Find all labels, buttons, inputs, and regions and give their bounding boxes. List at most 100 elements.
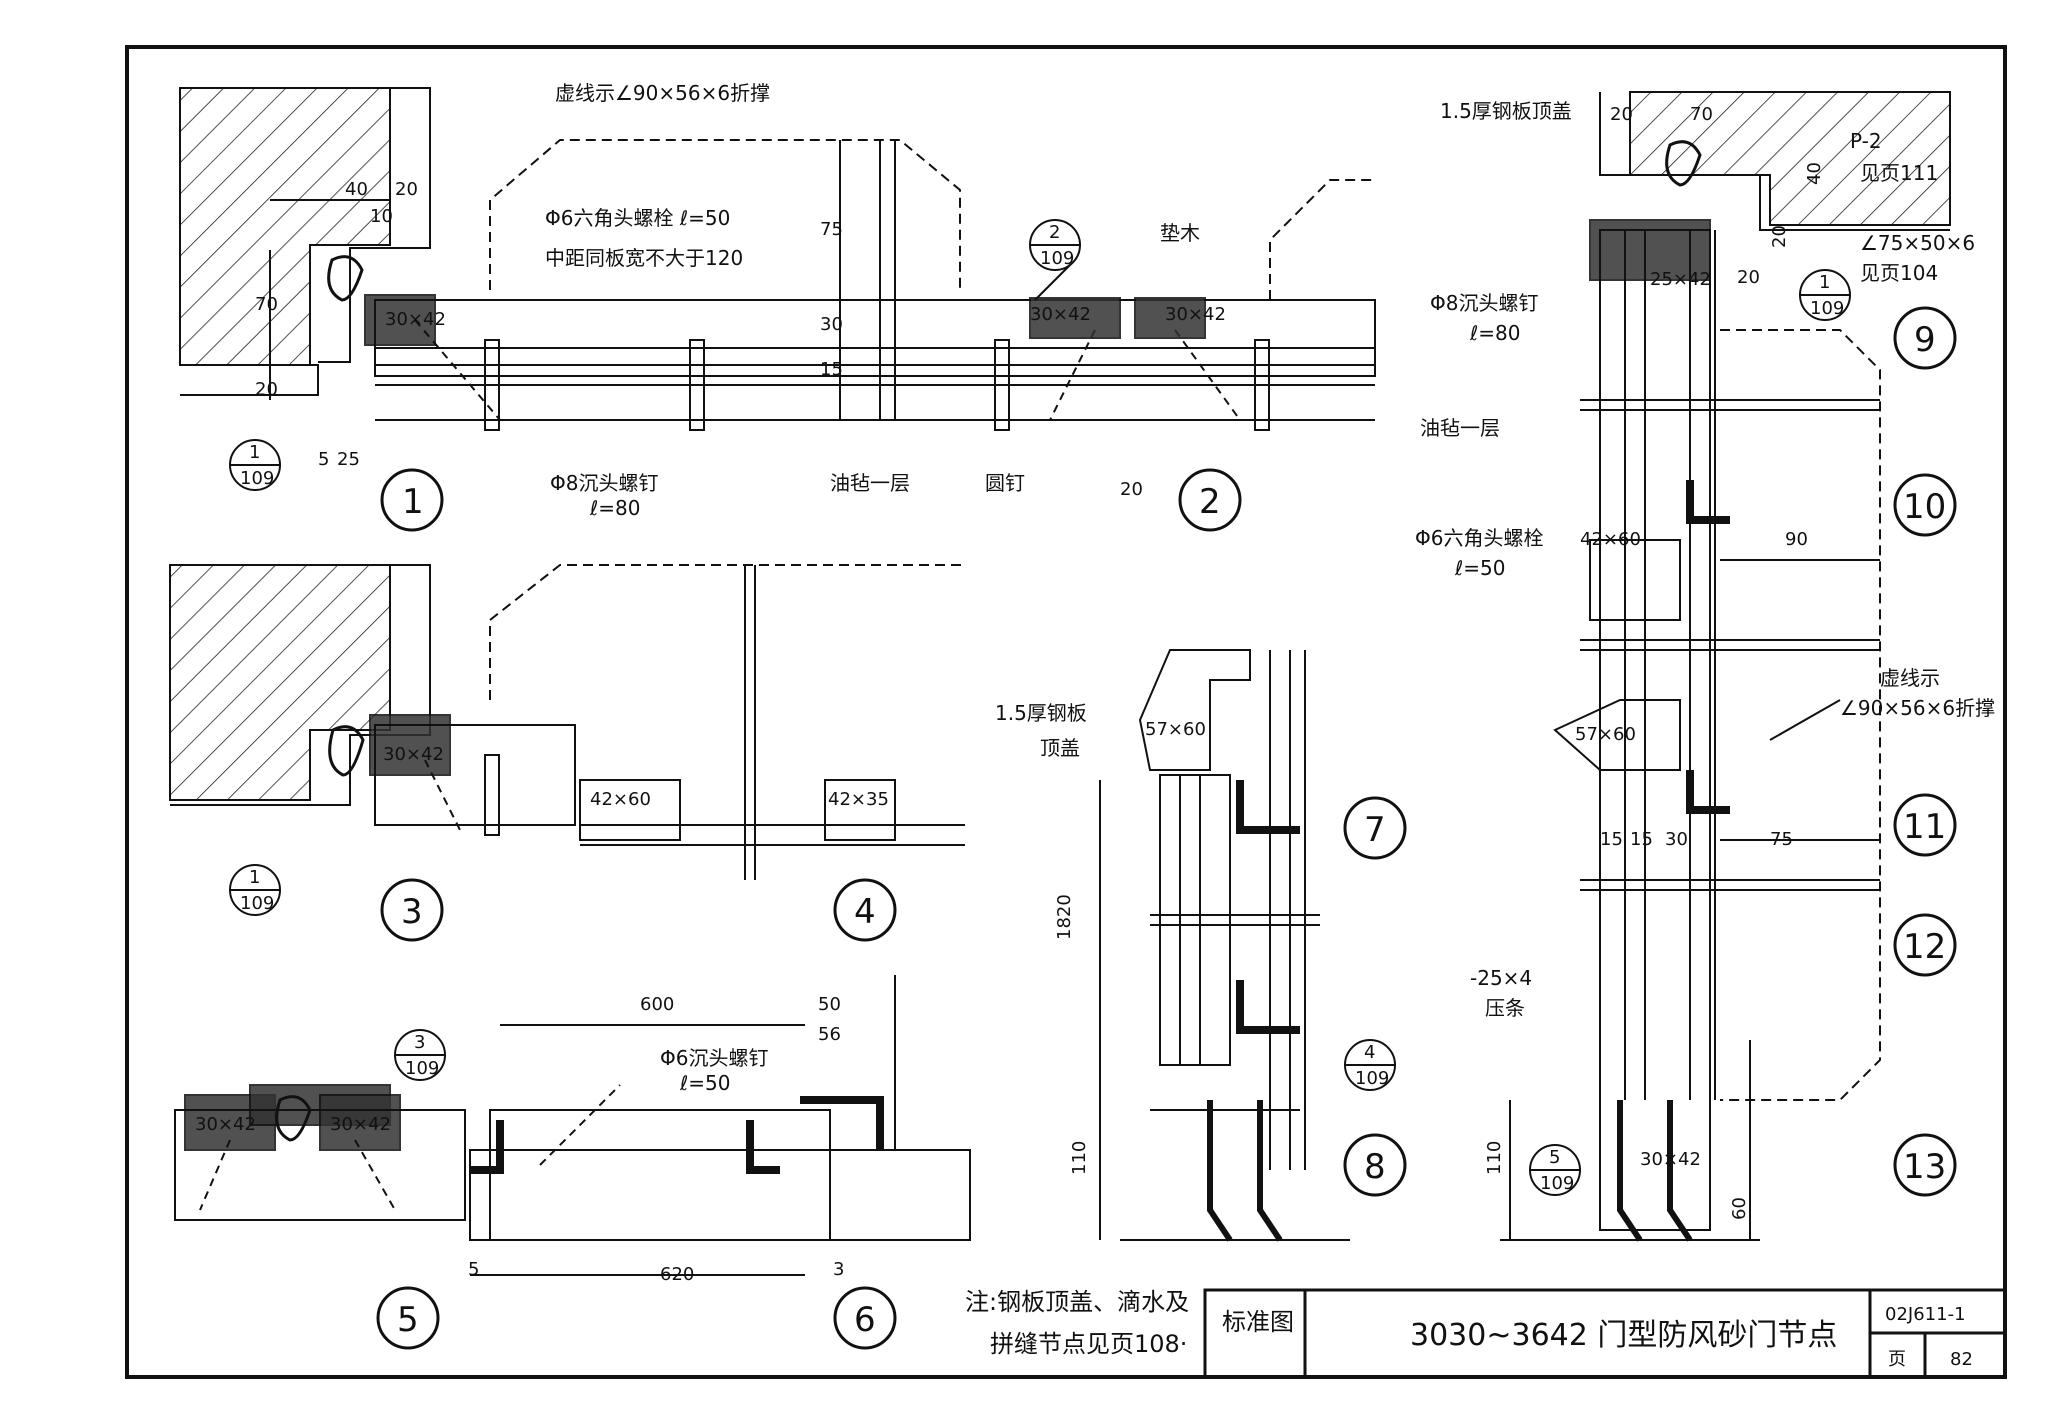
wood-pad-label: 垫木 xyxy=(1160,221,1200,245)
dim-50: 50 xyxy=(818,994,841,1015)
ref-bubble: 3 109 xyxy=(394,1029,446,1081)
svg-text:109: 109 xyxy=(1540,1173,1574,1194)
countersunk-screw-right: Φ8沉头螺钉 xyxy=(1430,291,1538,315)
dim-5: 5 xyxy=(318,449,329,470)
ref-bubble: 5 109 xyxy=(1529,1144,1581,1196)
see-page-111: 见页111 xyxy=(1860,161,1938,185)
dim-110: 110 xyxy=(1069,1141,1090,1175)
svg-text:13: 13 xyxy=(1903,1147,1946,1187)
section-42x60: 42×60 xyxy=(590,789,651,810)
dim-15: 15 xyxy=(1630,829,1653,850)
page-number: 82 xyxy=(1950,1349,1973,1370)
svg-text:1: 1 xyxy=(1819,272,1830,293)
drawing-title: 3030~3642 门型防风砂门节点 xyxy=(1410,1318,1837,1353)
dim-60: 60 xyxy=(1729,1197,1750,1220)
dim-25: 25 xyxy=(337,449,360,470)
detail-marker-10: 10 xyxy=(1893,473,1957,537)
svg-text:3: 3 xyxy=(401,892,423,932)
ref-bubble: 1 109 xyxy=(229,439,281,491)
ref-bubble: 4 109 xyxy=(1344,1039,1396,1091)
detail-7-8-section xyxy=(1099,649,1350,1242)
detail-marker-9: 9 xyxy=(1893,306,1957,370)
detail-marker-6: 6 xyxy=(833,1286,897,1350)
svg-text:109: 109 xyxy=(405,1058,439,1079)
dim-70: 70 xyxy=(255,294,278,315)
detail-marker-3: 3 xyxy=(380,878,444,942)
dim-620: 620 xyxy=(660,1264,694,1285)
svg-text:11: 11 xyxy=(1903,807,1946,847)
dashed-brace-label: 虚线示∠90×56×6折撑 xyxy=(555,81,770,105)
svg-text:3: 3 xyxy=(414,1032,425,1053)
sheet-border xyxy=(125,45,2007,1379)
section-25x42: 25×42 xyxy=(1650,269,1711,290)
dashed-brace-right-b: ∠90×56×6折撑 xyxy=(1840,696,1995,720)
felt-label: 油毡一层 xyxy=(830,471,910,495)
dim-56: 56 xyxy=(818,1024,841,1045)
dim-15: 15 xyxy=(820,359,843,380)
section-57x60: 57×60 xyxy=(1575,724,1636,745)
section-30x42: 30×42 xyxy=(195,1114,256,1135)
press-strip-label: -25×4 xyxy=(1470,966,1532,990)
countersunk-screw-length: ℓ=80 xyxy=(589,496,640,520)
dim-3: 3 xyxy=(833,1259,844,1280)
dashed-brace-right: 虚线示 xyxy=(1880,666,1940,690)
dim-20: 20 xyxy=(395,179,418,200)
see-page-104: 见页104 xyxy=(1860,261,1938,285)
steel-cap-top-label: 1.5厚钢板顶盖 xyxy=(1440,99,1572,123)
hex-bolt-right-length: ℓ=50 xyxy=(1454,556,1505,580)
detail-5-6-plan xyxy=(174,975,971,1276)
dim-30: 30 xyxy=(1665,829,1688,850)
svg-text:6: 6 xyxy=(854,1300,876,1340)
title-block xyxy=(1203,1288,2007,1379)
dim-1820: 1820 xyxy=(1054,894,1075,940)
ref-bubble: 2 109 xyxy=(1029,219,1081,271)
page-label: 页 xyxy=(1888,1349,1906,1370)
svg-text:109: 109 xyxy=(240,468,274,489)
p2-label: P-2 xyxy=(1850,129,1882,153)
detail-marker-4: 4 xyxy=(833,878,897,942)
svg-text:7: 7 xyxy=(1364,810,1386,850)
dim-75: 75 xyxy=(1770,829,1793,850)
ref-bubble: 1 109 xyxy=(1799,269,1851,321)
svg-text:5: 5 xyxy=(397,1300,419,1340)
section-30x42: 30×42 xyxy=(330,1114,391,1135)
dim-75: 75 xyxy=(820,219,843,240)
felt-right-label: 油毡一层 xyxy=(1420,416,1500,440)
svg-text:109: 109 xyxy=(240,893,274,914)
dim-600: 600 xyxy=(640,994,674,1015)
detail-1-2-plan xyxy=(179,87,1376,431)
dim-20: 20 xyxy=(255,379,278,400)
standard-drawing-label: 标准图 xyxy=(1222,1308,1294,1336)
dim-70: 70 xyxy=(1690,104,1713,125)
dim-20: 20 xyxy=(1120,479,1143,500)
svg-text:9: 9 xyxy=(1914,320,1936,360)
svg-text:10: 10 xyxy=(1903,487,1946,527)
svg-text:1: 1 xyxy=(249,867,260,888)
svg-text:5: 5 xyxy=(1549,1147,1560,1168)
countersunk-screw-6-length: ℓ=50 xyxy=(679,1071,730,1095)
steel-cap-label-b: 顶盖 xyxy=(1040,736,1080,760)
section-30x42: 30×42 xyxy=(1030,304,1091,325)
detail-3-4-plan xyxy=(169,564,965,880)
svg-text:12: 12 xyxy=(1903,927,1946,967)
svg-text:8: 8 xyxy=(1364,1147,1386,1187)
section-57x60: 57×60 xyxy=(1145,719,1206,740)
countersunk-screw-label: Φ8沉头螺钉 xyxy=(550,471,658,495)
hex-bolt-spacing-label: 中距同板宽不大于120 xyxy=(545,246,743,270)
round-nail-label: 圆钉 xyxy=(985,471,1025,495)
svg-text:1: 1 xyxy=(402,482,424,522)
detail-marker-2: 2 xyxy=(1178,468,1242,532)
detail-marker-12: 12 xyxy=(1893,913,1957,977)
countersunk-screw-right-length: ℓ=80 xyxy=(1469,321,1520,345)
section-42x60: 42×60 xyxy=(1580,529,1641,550)
dim-20: 20 xyxy=(1610,104,1633,125)
detail-9-13-section xyxy=(1500,91,1951,1242)
svg-text:4: 4 xyxy=(854,892,876,932)
detail-marker-8: 8 xyxy=(1343,1133,1407,1197)
svg-text:1: 1 xyxy=(249,442,260,463)
svg-text:2: 2 xyxy=(1049,222,1060,243)
dim-40: 40 xyxy=(1804,162,1825,185)
section-30x42: 30×42 xyxy=(1165,304,1226,325)
dim-5: 5 xyxy=(468,1259,479,1280)
dim-90: 90 xyxy=(1785,529,1808,550)
